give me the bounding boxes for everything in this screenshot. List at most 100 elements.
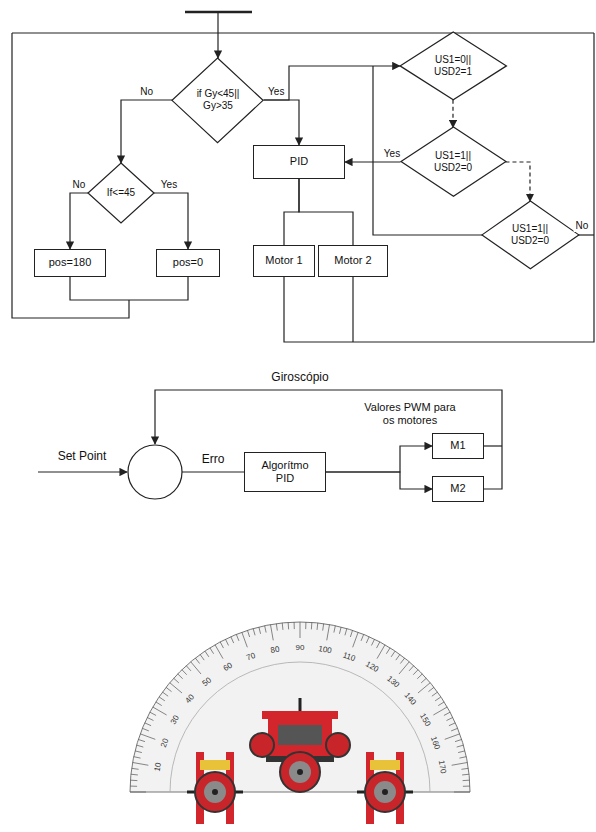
connector	[452, 100, 453, 128]
protractor-tick	[178, 674, 183, 679]
protractor-tick	[166, 687, 172, 691]
scale-number: 30	[169, 714, 182, 727]
protractor-tick	[195, 658, 199, 664]
process-box: pos=0	[156, 249, 220, 277]
protractor-tick	[253, 629, 255, 636]
signal-label: Set Point	[58, 449, 107, 463]
scale-number: 20	[159, 737, 171, 749]
controller-box: Algorítmo PID	[244, 452, 326, 492]
wheel-hub	[289, 761, 311, 783]
protractor-tick	[399, 662, 409, 674]
protractor-tick	[455, 739, 462, 741]
protractor-tick	[447, 717, 453, 720]
protractor-tick	[270, 625, 273, 641]
protractor-tick	[339, 627, 341, 634]
connector	[154, 193, 188, 249]
protractor-tick	[215, 645, 223, 659]
entry-line	[217, 12, 218, 58]
protractor-tick	[247, 630, 249, 637]
connector	[264, 66, 400, 100]
protractor-tick	[345, 629, 347, 636]
edge-label: Yes	[382, 148, 402, 160]
protractor-tick	[134, 757, 141, 758]
scale-number: 140	[402, 691, 418, 707]
scale-number: 150	[417, 712, 432, 728]
protractor-tick	[162, 692, 168, 696]
connector	[326, 446, 432, 472]
protractor-tick	[170, 683, 182, 693]
node-text: M1	[450, 439, 465, 452]
connector	[264, 100, 299, 145]
signal-label: Erro	[202, 452, 225, 466]
protractor-tick	[463, 786, 470, 787]
protractor-tick	[174, 678, 179, 683]
protractor-tick	[236, 634, 239, 640]
protractor-tick	[159, 697, 165, 701]
node-text: pos=0	[173, 256, 203, 269]
diamond-shape	[172, 58, 263, 143]
scale-number: 120	[364, 660, 380, 675]
scale-number: 50	[201, 675, 214, 688]
protractor-tick	[350, 630, 352, 637]
protractor-tick	[231, 637, 234, 643]
scale-number: 170	[436, 760, 448, 775]
scale-number: 160	[429, 735, 443, 751]
node-text: M2	[450, 482, 465, 495]
merge-line	[70, 277, 188, 300]
protractor-tick	[458, 751, 465, 753]
protractor-tick	[377, 642, 380, 648]
protractor-tick	[361, 634, 364, 640]
node-text: Motor 2	[334, 254, 371, 267]
robot-motor	[278, 725, 322, 745]
node-text: US1=1|| USD2=0	[506, 223, 554, 247]
protractor-tick	[210, 648, 214, 654]
protractor-tick	[317, 623, 319, 630]
protractor-tick	[322, 624, 324, 631]
merge-line	[352, 277, 353, 342]
protractor-tick	[186, 666, 191, 671]
protractor-tick	[156, 702, 162, 706]
protractor-tick	[265, 626, 266, 633]
protractor-tick	[150, 712, 156, 715]
protractor-tick	[371, 639, 374, 645]
protractor-tick	[334, 626, 335, 633]
robot-board	[370, 760, 400, 770]
wheel	[250, 733, 274, 757]
connector	[299, 179, 353, 245]
process-box: pos=180	[34, 249, 106, 277]
protractor-tick	[288, 622, 289, 629]
edge-label: No	[138, 86, 155, 98]
protractor-tick	[435, 697, 441, 701]
protractor-tick	[130, 786, 137, 787]
motor-box: Motor 1	[253, 245, 315, 277]
protractor-tick	[463, 780, 470, 781]
signal-label: Giroscópio	[271, 370, 328, 384]
wheel	[280, 752, 320, 792]
node-text: If<=45	[107, 187, 135, 199]
protractor-tick	[294, 622, 295, 629]
node-text: Algorítmo PID	[251, 459, 319, 485]
scale-number: 60	[222, 661, 235, 674]
decision-diamond: US1=0|| USD2=1	[400, 32, 506, 100]
wheel-hub	[374, 781, 396, 803]
protractor-tick	[461, 768, 468, 770]
protractor-tick	[138, 739, 145, 741]
protractor-tick	[413, 670, 418, 675]
protractor-tick	[140, 734, 155, 739]
protractor-tick	[433, 707, 447, 715]
protractor-tick	[130, 792, 146, 793]
protractor-tick	[132, 768, 139, 770]
diamond-shape	[482, 201, 579, 269]
protractor-tick	[457, 745, 464, 747]
node-text: PID	[290, 155, 308, 168]
wheel-axle	[297, 769, 303, 775]
scale-number: 40	[183, 693, 196, 706]
scale-number: 100	[318, 644, 333, 656]
loop-line	[12, 32, 594, 33]
protractor-tick	[396, 654, 400, 660]
connector	[345, 161, 401, 162]
protractor-tick	[445, 734, 460, 739]
protractor-tick	[391, 651, 395, 657]
